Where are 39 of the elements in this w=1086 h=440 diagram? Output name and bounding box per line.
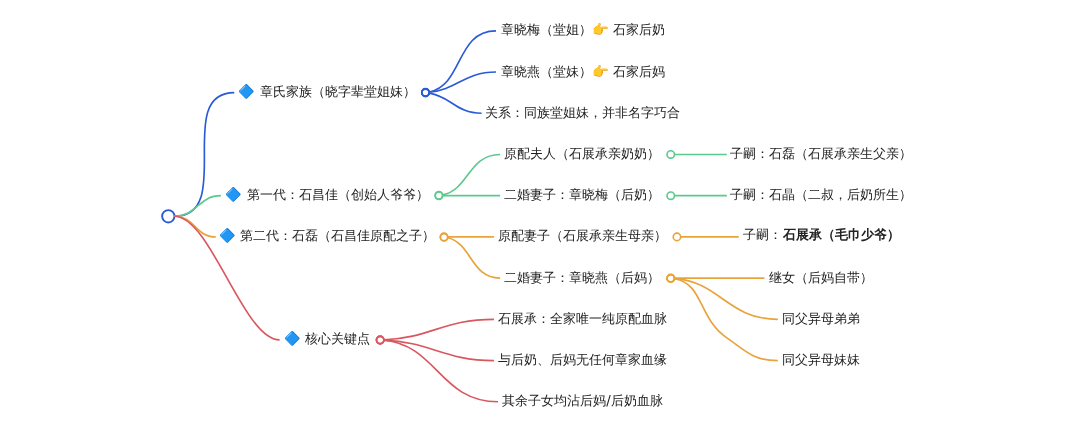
node-text: 🔷 第一代：石昌佳（创始人爷爷） xyxy=(225,187,429,203)
connector xyxy=(671,232,739,242)
connector xyxy=(665,191,728,201)
connector xyxy=(420,30,497,97)
connector xyxy=(665,149,728,159)
node-text: 原配妻子（石展承亲生母亲） xyxy=(497,228,667,244)
connector xyxy=(439,232,501,279)
node-text: 二婚妻子：章晓梅（后奶） xyxy=(503,187,660,203)
connector xyxy=(433,153,501,200)
node-text: 其余子女均沾后妈/后奶血脉 xyxy=(501,393,663,409)
connector xyxy=(173,91,235,218)
node-text: 🔷 第二代：石磊（石昌佳原配之子） xyxy=(218,228,435,244)
node-text: 二婚妻子：章晓燕（后妈） xyxy=(503,269,660,285)
node-text: 关系：同族堂姐妹，并非名字巧合 xyxy=(484,104,680,120)
node-text: 子嗣：石磊（石展承亲生父亲） xyxy=(729,145,912,161)
node-text: 🔷 章氏家族（晓字辈堂姐妹） xyxy=(237,84,416,100)
node-circle xyxy=(160,209,175,224)
node-text: 章晓梅（堂姐）👉 石家后奶 xyxy=(500,22,665,38)
connector xyxy=(439,232,495,242)
node-text: 子嗣：石展承（毛巾少爷） xyxy=(742,227,900,243)
node-text: 继女（后妈自带） xyxy=(768,269,873,285)
connector xyxy=(173,194,222,218)
connector xyxy=(375,335,499,403)
node-text: 与后奶、后妈无任何章家血缘 xyxy=(497,352,667,368)
node-text: 原配夫人（石展承亲奶奶） xyxy=(503,145,660,161)
connector xyxy=(665,273,779,362)
connector xyxy=(420,88,482,115)
node-text: 章晓燕（堂妹）👉 石家后妈 xyxy=(500,63,665,79)
connector xyxy=(433,191,501,201)
connector xyxy=(665,273,765,283)
connector xyxy=(420,71,497,97)
node-text: 子嗣：石晶（二叔，后奶所生） xyxy=(729,187,912,203)
connector xyxy=(375,335,495,362)
node-text: 石展承：全家唯一纯原配血脉 xyxy=(497,310,667,326)
node-text: 同父异母弟弟 xyxy=(781,310,860,326)
node-text: 同父异母妹妹 xyxy=(781,352,860,368)
connector xyxy=(375,318,495,345)
connector xyxy=(665,273,779,321)
node-text: 🔷 核心关键点 xyxy=(283,331,370,347)
